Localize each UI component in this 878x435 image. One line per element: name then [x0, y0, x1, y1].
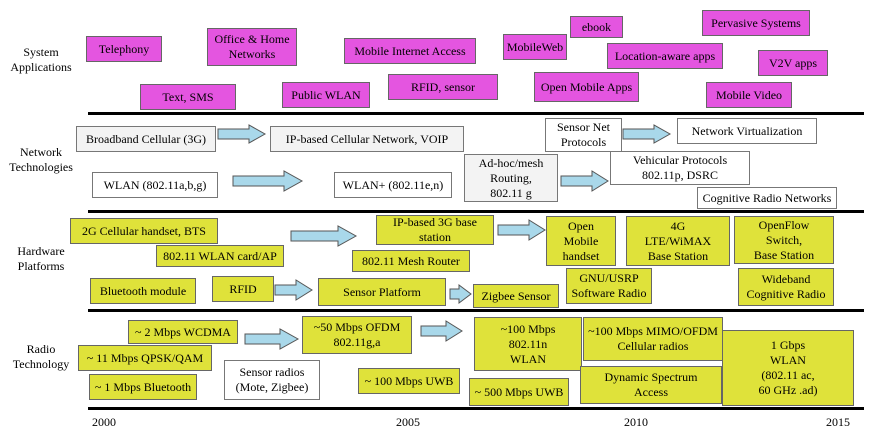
category-system-applications: System Applications [10, 45, 72, 74]
arrow-right-icon [622, 124, 672, 144]
radio-wcdma: ~ 2 Mbps WCDMA [128, 320, 238, 344]
radio-wlan-100: ~100 Mbps 802.11n WLAN [474, 317, 582, 371]
hw-bluetooth-module: Bluetooth module [90, 278, 196, 304]
hw-4g-lte-wimax: 4G LTE/WiMAX Base Station [626, 216, 730, 266]
net-network-virtualization: Network Virtualization [677, 118, 817, 144]
hw-mesh-router: 802.11 Mesh Router [352, 250, 470, 272]
app-public-wlan: Public WLAN [282, 82, 370, 108]
app-telephony: Telephony [86, 36, 162, 62]
app-mobile-internet-access: Mobile Internet Access [344, 38, 476, 64]
category-network-technologies: Network Technologies [9, 145, 73, 174]
radio-ofdm-50: ~50 Mbps OFDM 802.11g,a [302, 316, 412, 354]
net-adhoc-mesh-routing: Ad-hoc/mesh Routing, 802.11 g [464, 154, 558, 202]
hw-sensor-platform: Sensor Platform [318, 278, 446, 306]
app-text-sms: Text, SMS [140, 84, 236, 110]
hw-rfid: RFID [212, 276, 274, 302]
hw-2g-cellular-handset: 2G Cellular handset, BTS [70, 218, 218, 244]
year-label: 2010 [624, 415, 648, 429]
hw-ip-3g-base-station: IP-based 3G base station [376, 215, 494, 245]
year-label: 2015 [826, 415, 850, 429]
net-cognitive-radio-networks: Cognitive Radio Networks [697, 187, 837, 209]
year-label: 2000 [92, 415, 116, 429]
timeline-axis [88, 407, 864, 410]
radio-mimo-ofdm: ~100 Mbps MIMO/OFDM Cellular radios [583, 317, 723, 361]
hw-gnu-usrp: GNU/USRP Software Radio [566, 268, 652, 304]
year-label: 2005 [396, 415, 420, 429]
hw-open-mobile-handset: Open Mobile handset [546, 216, 616, 266]
net-ip-based-cellular: IP-based Cellular Network, VOIP [270, 126, 464, 152]
hw-zigbee-sensor: Zigbee Sensor [473, 284, 559, 308]
net-vehicular-protocols: Vehicular Protocols 802.11p, DSRC [610, 151, 750, 185]
app-v2v-apps: V2V apps [758, 50, 828, 76]
arrow-right-icon [420, 320, 463, 342]
app-ebook: ebook [570, 16, 623, 38]
app-mobile-video: Mobile Video [706, 82, 792, 108]
separator-line [88, 309, 864, 312]
separator-line [88, 112, 864, 115]
app-open-mobile-apps: Open Mobile Apps [534, 72, 639, 102]
category-radio-technology: Radio Technology [12, 342, 70, 371]
app-office-home-networks: Office & Home Networks [207, 28, 297, 66]
hw-wideband-cognitive-radio: Wideband Cognitive Radio [738, 268, 834, 306]
hw-openflow-switch: OpenFlow Switch, Base Station [734, 216, 834, 264]
arrow-right-icon [290, 225, 358, 247]
radio-uwb-500: ~ 500 Mbps UWB [469, 378, 569, 406]
arrow-right-icon [217, 124, 267, 144]
hw-80211-wlan-card: 802.11 WLAN card/AP [156, 245, 284, 267]
radio-dynamic-spectrum-access: Dynamic Spectrum Access [580, 366, 722, 404]
net-broadband-cellular: Broadband Cellular (3G) [76, 126, 216, 152]
category-hardware-platforms: Hardware Platforms [17, 244, 65, 273]
arrow-right-icon [274, 279, 313, 301]
radio-bluetooth: ~ 1 Mbps Bluetooth [89, 374, 197, 400]
radio-sensor-radios: Sensor radios (Mote, Zigbee) [224, 360, 320, 400]
radio-uwb-100: ~ 100 Mbps UWB [358, 368, 460, 394]
arrow-right-icon [560, 170, 609, 192]
net-wlan: WLAN (802.11a,b,g) [92, 172, 218, 198]
app-rfid-sensor: RFID, sensor [388, 74, 498, 100]
arrow-right-icon [244, 328, 300, 350]
arrow-right-icon [497, 219, 546, 241]
separator-line [88, 210, 864, 213]
arrow-right-icon [232, 170, 304, 192]
app-location-aware-apps: Location-aware apps [607, 43, 723, 69]
radio-qpsk-qam: ~ 11 Mbps QPSK/QAM [78, 345, 212, 371]
arrow-right-icon [449, 284, 472, 304]
radio-1gbps-wlan: 1 Gbps WLAN (802.11 ac, 60 GHz .ad) [722, 330, 854, 406]
app-mobileweb: MobileWeb [503, 34, 567, 60]
net-wlan-plus: WLAN+ (802.11e,n) [334, 172, 452, 198]
net-sensor-net-protocols: Sensor Net Protocols [545, 118, 622, 152]
app-pervasive-systems: Pervasive Systems [702, 10, 810, 36]
